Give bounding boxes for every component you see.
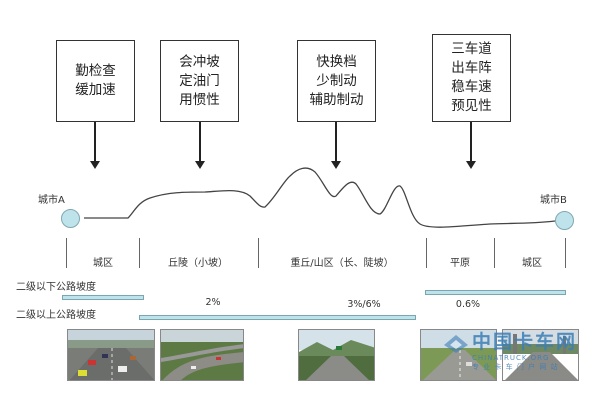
segment-label-city-end: 城区	[522, 258, 542, 269]
tip-line: 用惯性	[179, 91, 220, 108]
segment-label-city: 城区	[93, 258, 113, 269]
tip-line: 会冲坡	[179, 53, 220, 70]
tip-box-plain: 三车道 出车阵 稳车速 预见性	[432, 34, 511, 122]
tip-box-city-start: 勤检查 缓加速	[56, 40, 135, 122]
city-a-marker	[61, 209, 80, 228]
watermark: 中国卡车网 CHINATRUCK.ORG 专 业 卡 车 门 户 网 站	[444, 327, 578, 372]
grade-row-below-label: 二级以下公路坡度	[16, 282, 96, 293]
city-a-label: 城市A	[38, 195, 65, 206]
segment-divider	[258, 238, 259, 268]
tip-line: 稳车速	[451, 79, 492, 95]
tip-line: 预见性	[451, 98, 492, 114]
terrain-curve	[84, 167, 556, 228]
tip-line: 定油门	[179, 72, 220, 89]
arrow-down-icon	[195, 122, 205, 169]
grade-bar-below-plain	[425, 290, 566, 295]
grade-bar-below-city	[62, 295, 144, 300]
watermark-domain: CHINATRUCK.ORG	[472, 354, 550, 362]
grade-bar-above	[139, 315, 416, 320]
arrow-down-icon	[466, 122, 476, 169]
grade-row-above-label: 二级以上公路坡度	[16, 310, 96, 321]
arrow-down-icon	[331, 122, 341, 169]
truck-logo-icon	[444, 335, 468, 353]
city-b-marker	[555, 211, 574, 230]
segment-divider	[426, 238, 427, 268]
watermark-title: 中国卡车网	[472, 331, 578, 353]
city-b-label: 城市B	[540, 195, 567, 206]
tip-line: 出车阵	[451, 60, 492, 76]
watermark-tagline: 专 业 卡 车 门 户 网 站	[472, 363, 559, 371]
tip-box-mountain: 快换档 少制动 辅助制动	[297, 40, 376, 122]
tip-line: 三车道	[451, 41, 492, 57]
tip-line: 缓加速	[75, 82, 116, 98]
segment-divider	[494, 238, 495, 268]
city-traffic-photo-icon	[67, 329, 155, 381]
tip-line: 辅助制动	[309, 91, 364, 108]
arrow-down-icon	[90, 122, 100, 169]
grade-pct-plain: 0.6%	[455, 299, 481, 310]
city-road-photo-icon	[502, 329, 579, 381]
grade-pct-hill: 2%	[205, 297, 221, 308]
tip-line: 少制动	[316, 72, 357, 89]
tip-line: 快换档	[316, 53, 357, 70]
segment-divider	[139, 238, 140, 268]
tip-line: 勤检查	[75, 63, 116, 79]
segment-divider	[66, 238, 67, 268]
grade-pct-mountain: 3%/6%	[347, 299, 381, 310]
hill-road-photo-icon	[160, 329, 244, 381]
segment-divider	[565, 238, 566, 268]
mountain-road-photo-icon	[298, 329, 375, 381]
segment-label-plain: 平原	[450, 258, 470, 269]
tip-box-hill: 会冲坡 定油门 用惯性	[160, 40, 239, 122]
segment-label-mountain: 重丘/山区（长、陡坡）	[290, 258, 394, 269]
segment-label-hill: 丘陵（小坡）	[168, 258, 228, 269]
